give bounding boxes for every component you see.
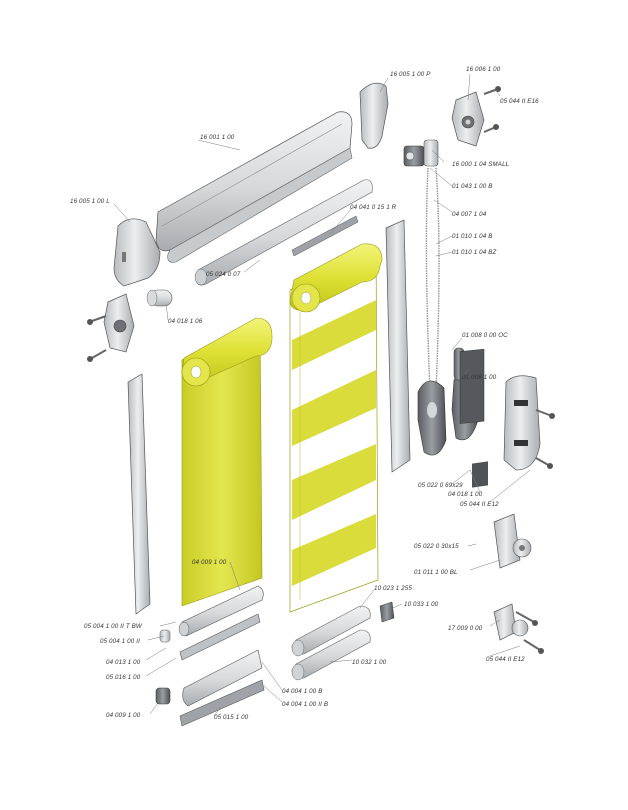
chain-drive-mechanism [403, 139, 439, 167]
chain-weight [417, 380, 447, 456]
idler-end-plug [146, 289, 173, 307]
weight-bar-cap [379, 601, 395, 623]
bottom-rail-insert [179, 679, 265, 727]
label-04004100B: 04 004 1 00 B [282, 688, 322, 695]
label-01010104B: 01 010 1 04 B [452, 233, 492, 240]
bottom-chain-clip [493, 513, 532, 569]
end-cap-right [359, 82, 389, 149]
adhesive-pad-69x29 [459, 348, 485, 424]
side-guide-left [127, 373, 151, 615]
adhesive-pad-30x15 [472, 461, 488, 488]
label-01008000OC: 01 008 0 00 OC [462, 332, 508, 339]
screw-tensioner-1 [535, 409, 555, 419]
label-16006100: 16 006 1 00 [466, 66, 501, 73]
screw-tensioner-2 [535, 457, 553, 469]
small-end-cap [159, 629, 171, 643]
label-05024007: 05 024 0 07 [206, 271, 241, 278]
bracket-right-top [451, 91, 485, 147]
leader-lines [113, 73, 531, 717]
screw-top-right-2 [483, 124, 499, 133]
label-050441IE16: 05 044 II E16 [500, 98, 539, 105]
label-16005100P: 16 005 1 00 P [390, 71, 431, 78]
label-16005100L: 16 005 1 00 L [70, 198, 110, 205]
label-05022030x15: 05 022 0 30x15 [414, 543, 459, 550]
label-05004100IITBW: 05 004 1 00 II T BW [84, 623, 143, 630]
label-05004100II: 05 004 1 00 II [100, 638, 140, 645]
label-10033100: 10 033 1 00 [404, 601, 439, 608]
label-01010104BZ: 01 010 1 04 BZ [452, 249, 496, 256]
screw-left-2 [87, 349, 107, 362]
bottom-rail-upper [178, 585, 264, 637]
label-05015100: 05 015 1 00 [214, 714, 249, 721]
bottom-rail-lower [182, 649, 263, 707]
weight-bar-upper [291, 605, 371, 657]
label-10032100: 10 032 1 00 [352, 659, 387, 666]
fabric-zebra [289, 243, 383, 613]
label-05044IIE12-a: 05 044 II E12 [460, 501, 499, 508]
label-01011100BL: 01 011 1 00 BL [414, 569, 458, 576]
label-04004100IIB: 04 004 1 00 II B [282, 701, 328, 708]
label-04009100-b: 04 009 1 00 [106, 712, 141, 719]
label-04007104: 04 007 1 04 [452, 211, 487, 218]
cassette-cover [155, 111, 353, 263]
bottom-holder-bracket [493, 603, 529, 641]
bottom-end-cap [155, 687, 171, 705]
weight-bar-lower [291, 629, 371, 681]
fabric-solid [181, 317, 273, 607]
part-labels: 16 005 1 00 P 16 006 1 00 05 044 II E16 … [70, 66, 539, 721]
roller-tube [194, 179, 373, 286]
label-16001100: 16 001 1 00 [200, 134, 235, 141]
chain-tensioner [503, 375, 541, 471]
label-04009100-a: 04 009 1 00 [192, 559, 227, 566]
label-100231255: 10 023 1 255 [374, 585, 412, 592]
bead-chain [425, 167, 440, 391]
label-05044IIE12-b: 05 044 II E12 [486, 656, 525, 663]
label-04018106: 04 018 1 06 [168, 318, 203, 325]
bottom-rail-strip [179, 613, 261, 661]
label-05022069x29: 05 022 0 69x29 [418, 482, 463, 489]
label-04041015R: 04 041 0 15 1 R [350, 204, 397, 211]
screw-top-right-1 [483, 86, 501, 95]
screw-bottom-1 [515, 611, 538, 626]
label-17009000: 17 009 0 00 [448, 625, 483, 632]
end-cap-left [113, 218, 161, 287]
label-05016100: 05 016 1 00 [106, 674, 141, 681]
screw-left-1 [87, 315, 107, 325]
label-04013100: 04 013 1 00 [106, 659, 141, 666]
label-04018100: 04 018 1 00 [448, 491, 483, 498]
bracket-left [103, 293, 135, 353]
adhesive-strip [291, 215, 359, 257]
label-01043100B: 01 043 1 00 B [452, 183, 492, 190]
label-16000104small: 16 000 1 04 SMALL [452, 161, 510, 168]
side-guide-right [385, 219, 411, 473]
screw-bottom-2 [523, 639, 544, 654]
label-01008100: 01 008 1 00 [462, 374, 497, 381]
